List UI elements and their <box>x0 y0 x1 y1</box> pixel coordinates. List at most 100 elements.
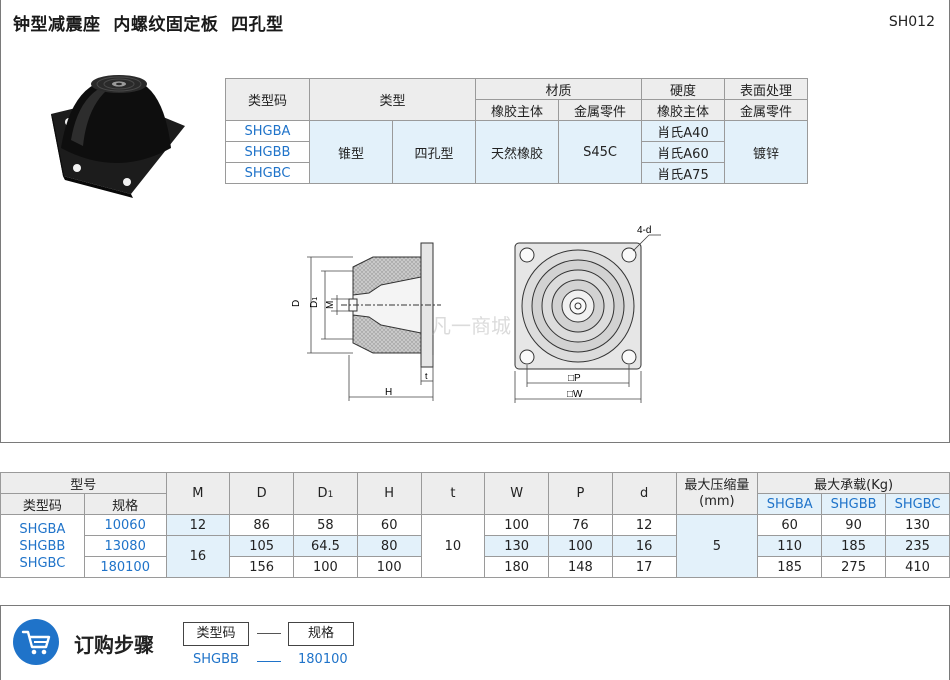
th-load-a: SHGBA <box>757 493 823 515</box>
cell-load-b: 275 <box>821 556 887 578</box>
cell-D1: 64.5 <box>293 535 358 557</box>
order-example-type: SHGBB <box>193 652 239 667</box>
order-spec-box: 规格 <box>288 622 354 646</box>
spec-link[interactable]: 180100 <box>83 556 167 578</box>
cell-load-b: 90 <box>821 514 887 536</box>
product-code: SH012 <box>888 14 935 30</box>
cell-W: 100 <box>484 514 550 536</box>
order-example-spec: 180100 <box>298 652 348 667</box>
th-load-b: SHGBB <box>821 493 887 515</box>
cell-P: 100 <box>548 535 613 557</box>
th-material-metal: 金属零件 <box>558 99 642 121</box>
type-code-link[interactable]: SHGBA <box>225 120 310 142</box>
cell-P: 148 <box>548 556 613 578</box>
type-code-link[interactable]: SHGBC <box>225 162 310 184</box>
cart-icon <box>13 619 59 665</box>
order-title: 订购步骤 <box>74 633 154 657</box>
page-title: 钟型减震座 内螺纹固定板 四孔型 <box>13 15 284 35</box>
watermark: 凡一商城 <box>431 314 511 338</box>
th-P: P <box>548 472 613 515</box>
cell-D: 105 <box>229 535 295 557</box>
cell-W: 180 <box>484 556 550 578</box>
th-H: H <box>356 472 422 515</box>
spec-link[interactable]: 13080 <box>83 535 167 557</box>
th-load-c: SHGBC <box>885 493 950 515</box>
cell-H: 60 <box>356 514 422 536</box>
th-type-code: 类型码 <box>225 78 310 121</box>
cell-H: 80 <box>356 535 422 557</box>
th-D: D <box>229 472 295 515</box>
th-material: 材质 <box>475 78 642 100</box>
top-dimensions <box>514 234 661 403</box>
material-metal: S45C <box>558 120 642 184</box>
dim-M-label: M <box>325 301 336 309</box>
cell-D1: 58 <box>293 514 358 536</box>
th-surface: 表面处理 <box>724 78 808 100</box>
th-spec: 规格 <box>83 493 167 515</box>
th-type: 类型 <box>309 78 476 121</box>
dim-D-label: D <box>291 300 302 307</box>
hardness-value: 肖氏A75 <box>641 162 725 184</box>
th-M: M <box>165 472 231 515</box>
th-hardness: 硬度 <box>641 78 725 100</box>
dimension-table: 型号 M D D1 H t W P d 最大压缩量(mm) 最大承载(Kg) 类… <box>0 472 950 578</box>
cell-P: 76 <box>548 514 613 536</box>
cell-d: 17 <box>611 556 677 578</box>
th-hardness-rubber: 橡胶主体 <box>641 99 725 121</box>
order-connector <box>257 633 281 634</box>
cell-load-c: 410 <box>885 556 950 578</box>
cell-D1: 100 <box>293 556 358 578</box>
cell-W: 130 <box>484 535 550 557</box>
th-model: 型号 <box>0 472 167 494</box>
cell-max-compression: 5 <box>675 514 759 578</box>
order-panel: 订购步骤 类型码 规格 SHGBB 180100 <box>0 605 950 680</box>
dim-t-label: t <box>425 371 428 381</box>
technical-drawing: D D1 M H t 4-d <box>291 225 661 403</box>
cell-load-b: 185 <box>821 535 887 557</box>
cell-t: 10 <box>420 514 486 578</box>
cell-load-a: 110 <box>757 535 823 557</box>
cell-M: 12 <box>165 514 231 536</box>
order-example-connector <box>257 661 281 662</box>
dim-H-label: H <box>385 387 392 398</box>
th-max-compression: 最大压缩量(mm) <box>675 472 759 515</box>
cell-load-a: 185 <box>757 556 823 578</box>
spec-link[interactable]: 10060 <box>83 514 167 536</box>
th-material-rubber: 橡胶主体 <box>475 99 559 121</box>
th-D1: D1 <box>293 472 358 515</box>
cell-load-c: 235 <box>885 535 950 557</box>
cell-load-c: 130 <box>885 514 950 536</box>
type-four-hole: 四孔型 <box>392 120 476 184</box>
hardness-value: 肖氏A40 <box>641 120 725 142</box>
th-type-code: 类型码 <box>0 493 85 515</box>
order-type-code-box: 类型码 <box>183 622 249 646</box>
dim-W-label: □W <box>567 389 583 400</box>
material-rubber: 天然橡胶 <box>475 120 559 184</box>
cell-d: 16 <box>611 535 677 557</box>
spec-table: 类型码 类型 材质 硬度 表面处理 橡胶主体 金属零件 橡胶主体 金属零件 SH… <box>225 78 808 184</box>
th-max-load: 最大承载(Kg) <box>757 472 950 494</box>
cell-M: 16 <box>165 535 231 578</box>
dim-D1-label: D1 <box>309 297 320 308</box>
th-t: t <box>420 472 486 515</box>
surface-value: 镀锌 <box>724 120 808 184</box>
cell-D: 86 <box>229 514 295 536</box>
cell-load-a: 60 <box>757 514 823 536</box>
type-code-link[interactable]: SHGBB <box>225 141 310 163</box>
side-dimensions <box>307 256 434 401</box>
hardness-value: 肖氏A60 <box>641 141 725 163</box>
th-d: d <box>611 472 677 515</box>
dim-hole-count-label: 4-d <box>637 225 651 236</box>
cell-d: 12 <box>611 514 677 536</box>
type-cone: 锥型 <box>309 120 393 184</box>
product-panel: 钟型减震座 内螺纹固定板 四孔型 SH012 类型码 类型 材质 硬度 表面处理… <box>0 0 950 443</box>
th-surface-metal: 金属零件 <box>724 99 808 121</box>
product-photo <box>51 75 185 198</box>
dim-P-label: □P <box>568 373 581 384</box>
side-view <box>341 242 441 368</box>
th-W: W <box>484 472 550 515</box>
cell-D: 156 <box>229 556 295 578</box>
cell-H: 100 <box>356 556 422 578</box>
top-view <box>514 242 642 370</box>
